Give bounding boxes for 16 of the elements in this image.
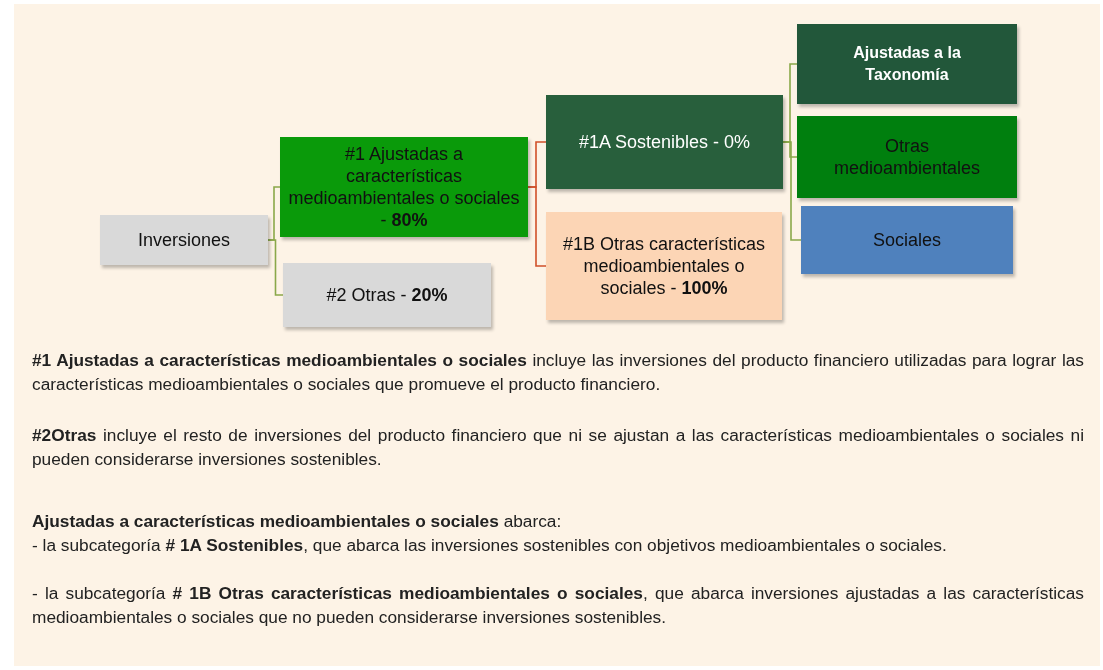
note-heading: Ajustadas a características medioambientales o sociales abarca:	[32, 510, 563, 533]
category-box: #1B Otras características medioambientales o sociales - 100%	[546, 212, 782, 320]
category-box: Inversiones	[100, 215, 268, 265]
note-paragraph: #1 Ajustadas a características medioambientales o sociales incluye las inversiones del producto financiero utilizadas para lograr las características medioambientales o sociales que promueve el producto financiero.	[32, 349, 1084, 396]
list-item: - la subcategoría # 1A Sostenibles, que abarca las inversiones sostenibles con objetivos medioambientales o sociales.	[32, 534, 948, 557]
category-box: #1 Ajustadas a características medioambientales o sociales - 80%	[280, 137, 528, 237]
note-paragraph: #2Otras incluye el resto de inversiones del producto financiero que ni se ajustan a las características medioambientales o sociales ni pueden considerarse inversiones sostenibles.	[32, 424, 1084, 471]
category-box: #1A Sostenibles - 0%	[546, 95, 783, 189]
connector-line	[782, 141, 802, 241]
connector-line	[267, 239, 284, 296]
category-box: #2 Otras - 20%	[283, 263, 491, 327]
category-box: Sociales	[801, 206, 1013, 274]
category-box: Ajustadas a la Taxonomía	[797, 24, 1017, 104]
list-item: - la subcategoría # 1B Otras características medioambientales o sociales, que abarca inversiones ajustadas a las características medioambientales o sociales que no pueden considerarse inversiones sostenibles.	[32, 582, 1084, 629]
category-box: Otras medioambientales	[797, 116, 1017, 198]
connector-line	[527, 186, 547, 267]
